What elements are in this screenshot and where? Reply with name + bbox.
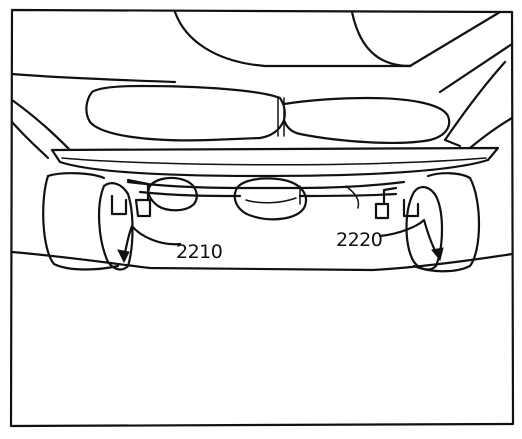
left-arrow (117, 224, 182, 264)
right-wheel (374, 172, 481, 273)
label-2210: 2210 (176, 241, 222, 263)
label-2220: 2220 (336, 229, 382, 251)
rear-axle (126, 176, 406, 221)
right-arrow (378, 218, 444, 262)
left-wheel (42, 172, 152, 271)
figure-border (9, 8, 515, 428)
vehicle-body (10, 10, 514, 160)
ground-line (10, 250, 514, 272)
fuel-tank (85, 84, 451, 144)
cross-bar (50, 146, 500, 178)
